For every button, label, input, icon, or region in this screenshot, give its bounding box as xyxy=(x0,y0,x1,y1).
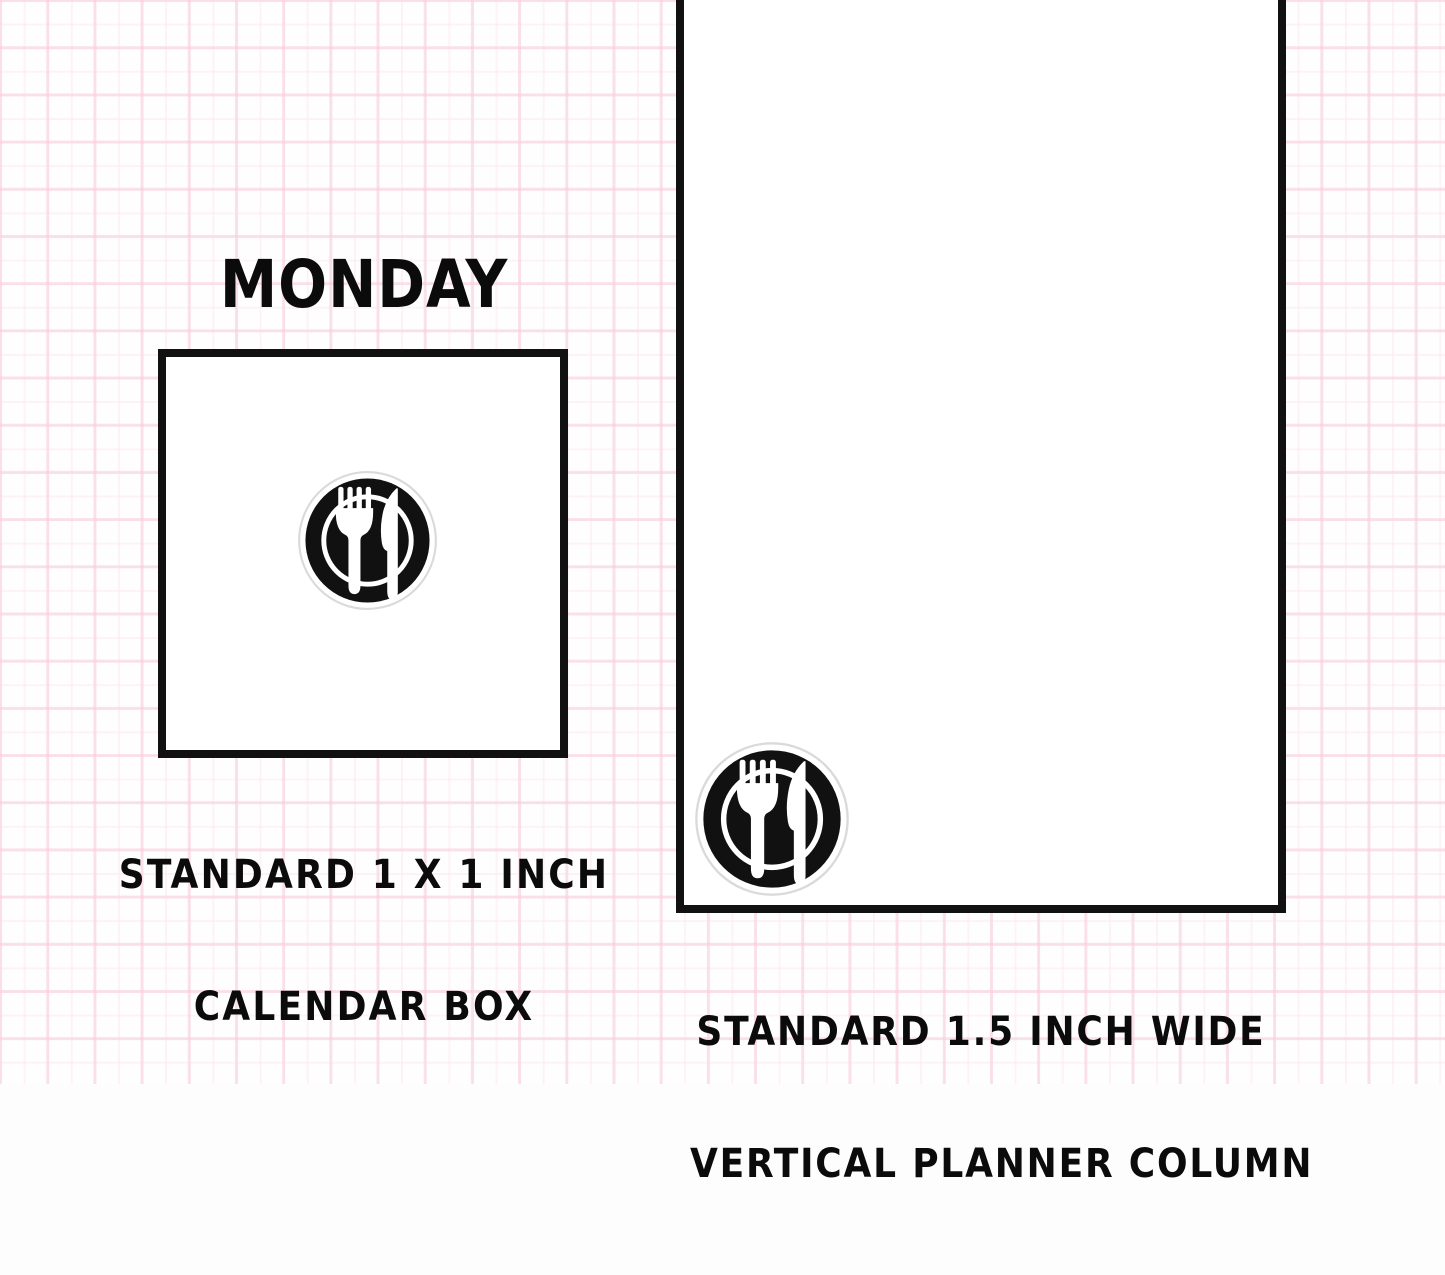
planner-column-caption-line1: STANDARD 1.5 INCH WIDE xyxy=(696,1009,1266,1055)
day-title: MONDAY xyxy=(219,246,509,323)
meal-plate-fork-knife-icon xyxy=(297,470,438,611)
planner-column-caption-line2: VERTICAL PLANNER COLUMN xyxy=(690,1141,1314,1187)
planner-column-caption: STANDARD 1.5 INCH WIDE VERTICAL PLANNER … xyxy=(690,922,1314,1274)
calendar-box-caption-line2: CALENDAR BOX xyxy=(193,984,535,1030)
calendar-box-caption: STANDARD 1 X 1 INCH CALENDAR BOX xyxy=(118,765,610,1117)
sticker-size-reference-canvas: MONDAY STANDARD 1 X 1 INCH CALE xyxy=(0,0,1445,1186)
calendar-box-outline xyxy=(158,349,568,758)
calendar-box-caption-line1: STANDARD 1 X 1 INCH xyxy=(118,852,610,898)
meal-plate-fork-knife-icon xyxy=(694,741,850,897)
